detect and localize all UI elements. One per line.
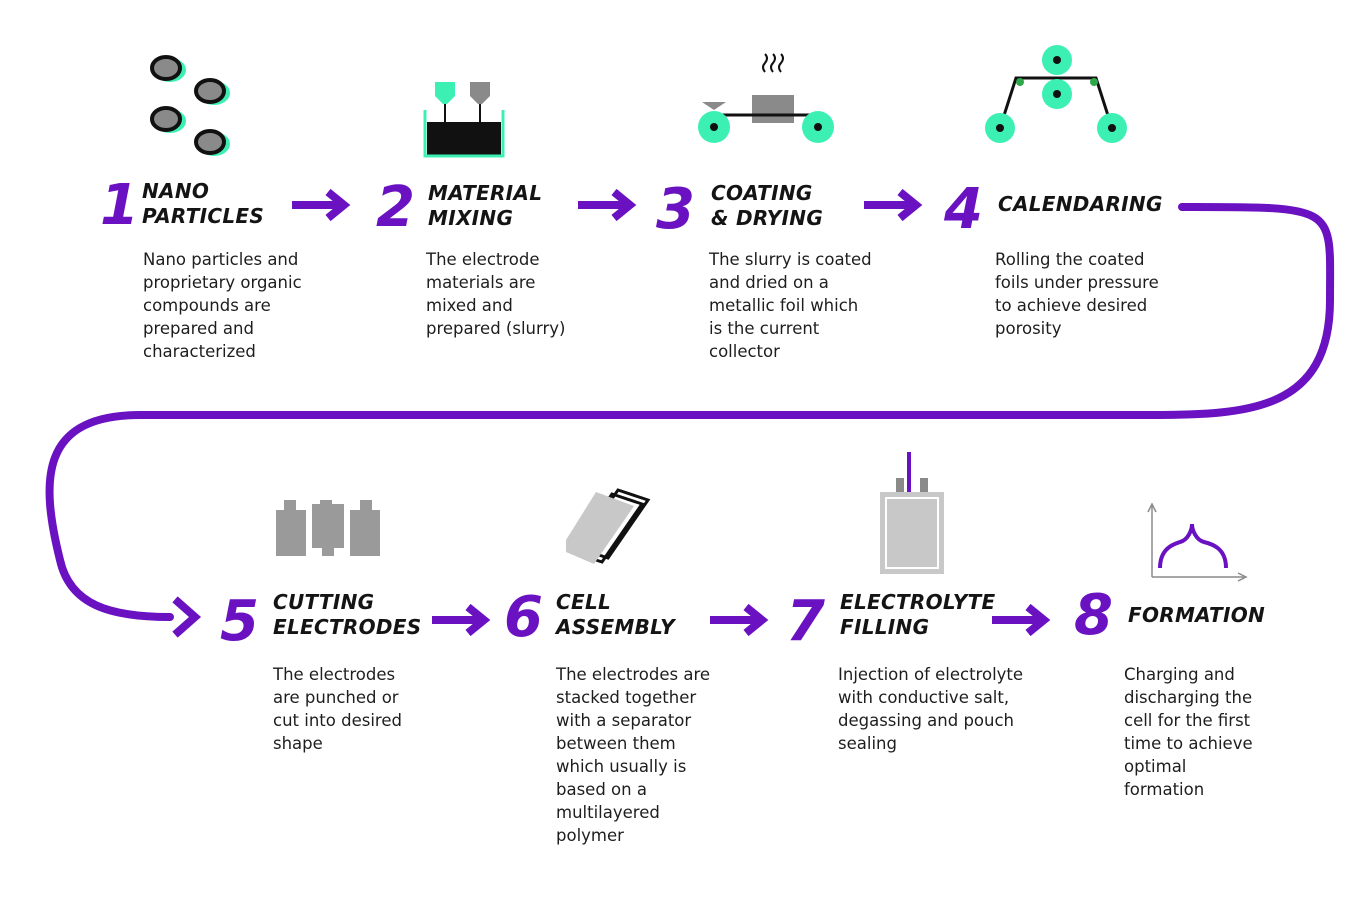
cut-electrodes-icon	[276, 500, 380, 556]
step-1-description: Nano particles and proprietary organic c…	[143, 250, 302, 361]
step-5-description: The electrodes are punched or cut into d…	[273, 665, 402, 753]
calendar-rollers-icon	[985, 45, 1127, 143]
arrow-3-to-4	[864, 188, 923, 222]
step-6-title: CELL ASSEMBLY	[556, 590, 675, 639]
step-8-description: Charging and discharging the cell for th…	[1124, 665, 1253, 799]
connector-4-to-5	[45, 202, 1335, 621]
step-3-description: The slurry is coated and dried on a meta…	[709, 250, 872, 361]
formation-curve-icon	[1147, 502, 1248, 582]
arrow-7-to-8	[992, 603, 1051, 637]
step-6-number: 6	[504, 585, 543, 650]
step-3-title: COATING & DRYING	[711, 181, 824, 230]
step-1-number: 1	[100, 173, 139, 238]
step-4-number: 4	[944, 177, 983, 242]
step-4-description: Rolling the coated foils under pressure …	[995, 250, 1159, 338]
stacked-layers-icon	[566, 488, 651, 564]
pouch-cell-icon	[880, 452, 944, 574]
step-2-title: MATERIAL MIXING	[428, 181, 543, 230]
step-8-title: FORMATION	[1128, 603, 1266, 627]
nano-particles-icon	[150, 55, 230, 156]
step-5-number: 5	[220, 589, 259, 654]
arrow-6-to-7	[710, 603, 769, 637]
step-7-title: ELECTROLYTE FILLING	[840, 590, 996, 639]
step-6-description: The electrodes are stacked together with…	[556, 665, 711, 845]
step-3-number: 3	[656, 177, 695, 242]
coating-line-icon	[698, 53, 834, 143]
arrow-5-to-6	[432, 603, 491, 637]
step-2-number: 2	[376, 175, 415, 240]
step-8-number: 8	[1074, 583, 1113, 648]
step-7-number: 7	[786, 589, 825, 654]
step-5-title: CUTTING ELECTRODES	[273, 590, 422, 639]
step-4-title: CALENDARING	[998, 192, 1163, 216]
step-7-description: Injection of electrolyte with conductive…	[838, 665, 1024, 753]
connector-4-to-5-arrowhead	[172, 596, 202, 638]
arrow-2-to-3	[578, 188, 637, 222]
step-1-title: NANO PARTICLES	[142, 179, 265, 228]
mixing-tank-icon	[423, 82, 505, 158]
arrow-1-to-2	[292, 188, 351, 222]
step-2-description: The electrode materials are mixed and pr…	[426, 250, 566, 338]
